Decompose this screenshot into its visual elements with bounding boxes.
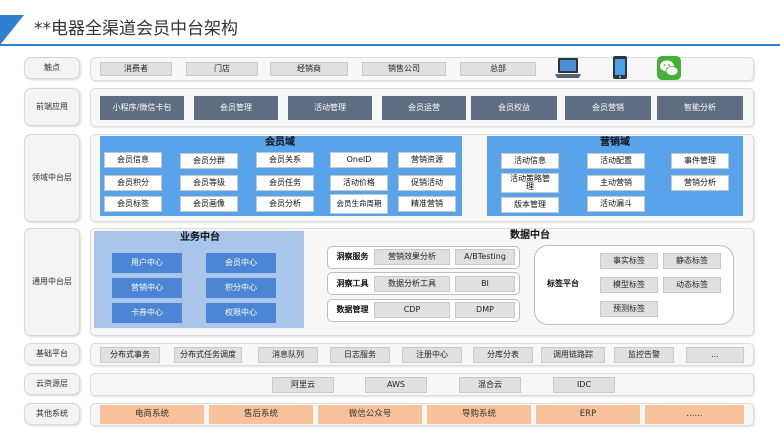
layer-label-touch: 触点 <box>24 57 80 79</box>
layer-label-domain: 领域中台层 <box>24 134 80 222</box>
member-item: 会员积分 <box>104 175 162 191</box>
member-item: OneID <box>330 152 388 168</box>
base-item: 分布式任务调度 <box>174 347 242 363</box>
member-item: 会员画像 <box>180 196 238 212</box>
other-system-item: 微信公众号 <box>318 405 422 424</box>
base-item: 注册中心 <box>402 347 462 363</box>
member-item: 会员任务 <box>256 175 314 191</box>
touch-item: 门店 <box>186 62 258 76</box>
business-item: 卡券中心 <box>112 303 182 323</box>
marketing-item: 活动信息 <box>501 153 559 169</box>
business-item: 用户中心 <box>112 253 182 273</box>
front-item: 会员营销 <box>565 96 651 120</box>
member-item: 会员标签 <box>104 196 162 212</box>
member-item: 会员生命周期 <box>330 194 388 214</box>
member-domain-title: 会员域 <box>265 136 295 148</box>
layer-label-cloud: 云资源层 <box>24 373 80 395</box>
title-divider <box>0 44 780 46</box>
front-item: 小程序/微信卡包 <box>100 96 184 120</box>
tag-item: 预测标签 <box>600 301 658 317</box>
layer-label-common: 通用中台层 <box>24 228 80 336</box>
title-corner-decoration <box>0 15 24 45</box>
cloud-item: AWS <box>365 377 427 393</box>
data-group-label: 数据管理 <box>336 304 369 314</box>
base-item: 分库分表 <box>473 347 533 363</box>
tag-item: 事实标签 <box>600 253 658 269</box>
marketing-item: 活动配置 <box>587 153 645 169</box>
data-item: 数据分析工具 <box>374 276 450 292</box>
tag-item: 模型标签 <box>600 277 658 293</box>
tag-item: 静态标签 <box>663 253 721 269</box>
touch-item: 经销商 <box>270 62 348 76</box>
front-item: 活动管理 <box>288 96 372 120</box>
cloud-item: IDC <box>553 377 615 393</box>
data-platform-title: 数据中台 <box>510 229 550 241</box>
member-item: 会员分析 <box>256 196 314 212</box>
business-platform-title: 业务中台 <box>180 231 220 243</box>
other-system-item: 电商系统 <box>100 405 204 424</box>
cloud-item: 阿里云 <box>272 377 334 393</box>
data-group-label: 洞察工具 <box>336 278 369 288</box>
member-item: 会员信息 <box>104 152 162 168</box>
marketing-item: 版本管理 <box>501 197 559 213</box>
business-item: 营销中心 <box>112 278 182 298</box>
other-system-item: 售后系统 <box>209 405 313 424</box>
marketing-item: 活动策略管理 <box>501 173 559 193</box>
base-item: 分布式事务 <box>100 347 160 363</box>
touch-item: 消费者 <box>100 62 172 76</box>
member-item: 会员分群 <box>180 153 238 169</box>
base-item: 消息队列 <box>258 347 318 363</box>
touch-item: 总部 <box>460 62 536 76</box>
base-item: 监控告警 <box>614 347 674 363</box>
member-item: 营销资源 <box>398 152 456 168</box>
laptop-icon <box>555 58 581 78</box>
tag-platform-label: 标签平台 <box>547 278 579 288</box>
member-item: 会员关系 <box>256 152 314 168</box>
front-item: 智能分析 <box>657 96 743 120</box>
member-item: 会员等级 <box>180 175 238 191</box>
other-system-item: 导购系统 <box>427 405 531 424</box>
front-item: 会员管理 <box>194 96 278 120</box>
marketing-item: 事件管理 <box>671 153 729 169</box>
member-item: 精准营销 <box>398 196 456 212</box>
other-system-item: ERP <box>536 405 640 424</box>
marketing-item: 主动营销 <box>587 175 645 191</box>
front-item: 会员运营 <box>382 96 466 120</box>
data-item: DMP <box>455 302 515 318</box>
member-item: 活动价格 <box>330 175 388 191</box>
marketing-item: 营销分析 <box>671 175 729 191</box>
page-title: **电器全渠道会员中台架构 <box>34 19 238 39</box>
business-item: 会员中心 <box>206 253 276 273</box>
business-item: 权限中心 <box>206 303 276 323</box>
layer-label-front: 前端应用 <box>24 88 80 126</box>
data-group-label: 洞察服务 <box>336 251 369 261</box>
wechat-icon <box>657 56 681 80</box>
data-item: 营销效果分析 <box>374 249 450 265</box>
data-item: A/BTesting <box>455 249 515 265</box>
data-item: CDP <box>374 302 450 318</box>
cloud-item: 混合云 <box>459 377 521 393</box>
base-item: 日志服务 <box>330 347 390 363</box>
tag-item: 动态标签 <box>663 277 721 293</box>
other-system-item: ...... <box>645 405 744 424</box>
layer-label-base: 基础平台 <box>24 343 80 365</box>
business-item: 积分中心 <box>206 278 276 298</box>
base-item: 调用链路踪 <box>541 347 605 363</box>
marketing-item: 活动漏斗 <box>587 196 645 212</box>
data-item: BI <box>455 276 515 292</box>
touch-item: 销售公司 <box>362 62 446 76</box>
base-item: ... <box>686 347 744 363</box>
layer-label-other: 其他系统 <box>24 403 80 425</box>
front-item: 会员权益 <box>471 96 557 120</box>
marketing-domain-title: 营销域 <box>600 136 630 148</box>
member-item: 促销活动 <box>398 175 456 191</box>
tablet-icon <box>613 56 627 79</box>
